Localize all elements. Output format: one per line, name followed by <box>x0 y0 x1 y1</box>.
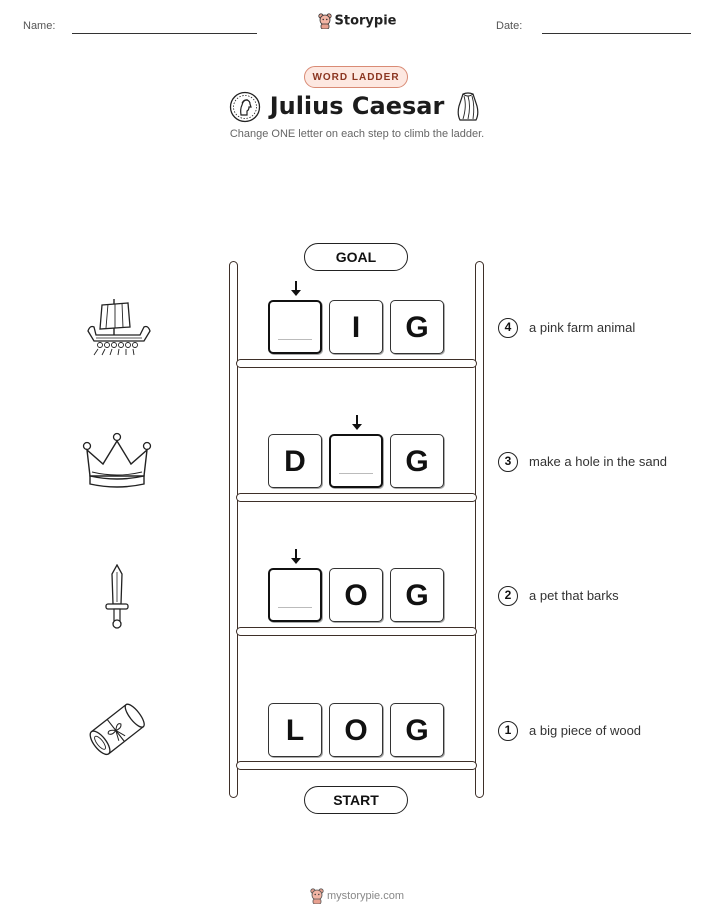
letter-tile: G <box>390 434 444 488</box>
letter-tile-blank[interactable] <box>268 300 322 354</box>
viking-ship-icon <box>87 299 151 356</box>
arrow-down-icon <box>291 549 301 564</box>
ladder-rail-left <box>229 261 238 798</box>
name-label: Name: <box>23 20 56 32</box>
brand-name: Storypie <box>334 13 397 29</box>
date-line[interactable] <box>542 33 691 34</box>
footer-url[interactable]: mystorypie.com <box>326 889 405 902</box>
letter-tile: G <box>390 703 444 757</box>
ladder-rail-right <box>475 261 484 798</box>
ladder-rung <box>236 761 477 770</box>
arrow-down-icon <box>291 281 301 296</box>
footer: mystorypie.com <box>0 888 714 905</box>
bear-icon <box>310 888 324 905</box>
step-number: 4 <box>498 318 518 338</box>
scroll-icon <box>89 703 145 756</box>
page-title: Julius Caesar <box>269 92 445 120</box>
letter-tile: D <box>268 434 322 488</box>
ladder-rung <box>236 627 477 636</box>
coin-icon <box>229 91 261 123</box>
ladder-rung <box>236 359 477 368</box>
letter-tile: O <box>329 568 383 622</box>
letter-tile: O <box>329 703 383 757</box>
step-number: 2 <box>498 586 518 606</box>
crown-icon <box>82 432 152 488</box>
date-label: Date: <box>496 20 523 32</box>
word-ladder-badge: WORD LADDER <box>304 66 408 88</box>
start-label: START <box>304 786 408 814</box>
clue-text: a big piece of wood <box>529 723 642 738</box>
letter-tile-blank[interactable] <box>268 568 322 622</box>
letter-tile: G <box>390 568 444 622</box>
clue-text: a pink farm animal <box>529 320 636 335</box>
step-number: 3 <box>498 452 518 472</box>
goal-label: GOAL <box>304 243 408 271</box>
letter-tile-blank[interactable] <box>329 434 383 488</box>
arrow-down-icon <box>352 415 362 430</box>
sword-icon <box>105 564 129 629</box>
clue-text: a pet that barks <box>529 588 619 603</box>
ladder-rung <box>236 493 477 502</box>
step-number: 1 <box>498 721 518 741</box>
name-line[interactable] <box>72 33 257 34</box>
letter-tile: I <box>329 300 383 354</box>
instructions: Change ONE letter on each step to climb … <box>229 128 485 140</box>
toga-icon <box>457 92 479 121</box>
clue-text: make a hole in the sand <box>529 454 668 469</box>
brand-logo: Storypie <box>0 13 714 29</box>
letter-tile: L <box>268 703 322 757</box>
letter-tile: G <box>390 300 444 354</box>
bear-icon <box>317 13 332 29</box>
